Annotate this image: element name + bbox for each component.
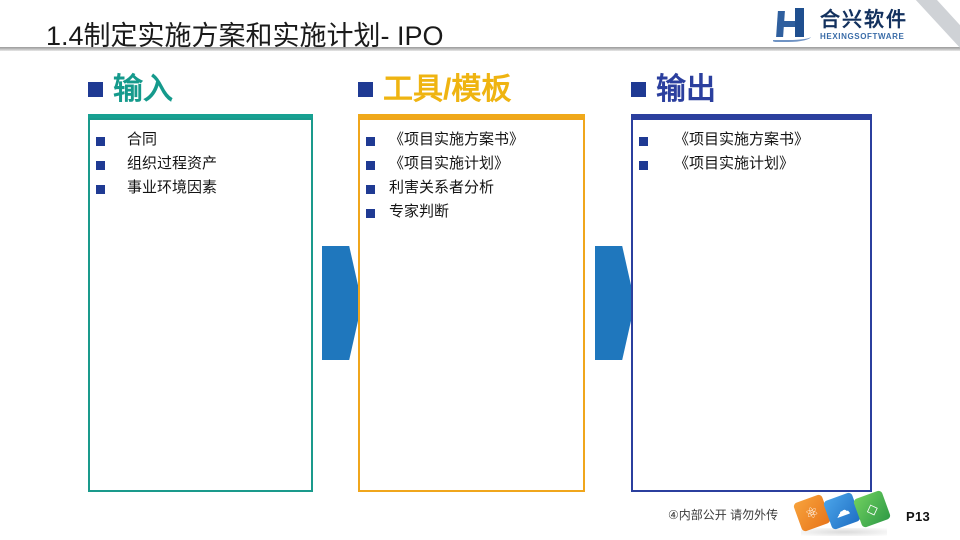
company-logo: 合兴软件 HEXINGSOFTWARE [773,6,908,44]
square-bullet-icon [96,137,105,146]
list-item-label: 合同 [127,131,158,148]
column-tools-heading: 工具/模板 [383,73,512,106]
diamond-glyph: ◇ [863,499,881,519]
square-bullet-icon [366,185,375,194]
column-input: 输入 合同 组织过程资产 事业环境因素 [88,70,313,492]
column-input-underline [88,114,313,118]
logo-text-block: 合兴软件 HEXINGSOFTWARE [820,10,908,41]
column-tools-header: 工具/模板 [358,70,585,110]
arrow-tools-to-output [595,246,635,360]
column-input-box: 合同 组织过程资产 事业环境因素 [88,118,313,492]
square-bullet-icon [88,81,103,97]
molecule-glyph: ⚛ [802,502,822,524]
page-number: P13 [906,509,931,524]
list-item: 《项目实施方案书》 [639,132,864,147]
column-tools-box: 《项目实施方案书》 《项目实施计划》 利害关系者分析 专家判断 [358,118,585,492]
square-bullet-icon [366,209,375,218]
arrow-input-to-tools [322,246,362,360]
cloud-cube-icon: ☁ [822,491,862,531]
diamond-cube-icon: ◇ [852,489,892,529]
square-bullet-icon [366,137,375,146]
cube-shadow [801,528,887,536]
column-output: 输出 《项目实施方案书》 《项目实施计划》 [631,70,872,492]
logo-swoosh-icon [773,33,811,42]
column-output-underline [631,114,872,118]
logo-h-mark-icon [773,7,813,43]
list-item-label: 《项目实施方案书》 [389,131,525,148]
list-item: 专家判断 [366,204,577,219]
list-item-label: 组织过程资产 [127,155,218,172]
list-item-label: 专家判断 [389,203,450,220]
logo-name-cn: 合兴软件 [820,8,908,31]
square-bullet-icon [358,81,373,97]
column-input-header: 输入 [88,70,313,110]
square-bullet-icon [96,185,105,194]
list-item: 事业环境因素 [96,180,305,195]
column-output-header: 输出 [631,70,872,110]
corner-fold-decoration [914,0,960,50]
list-item-label: 利害关系者分析 [389,179,495,196]
list-item-label: 事业环境因素 [127,179,218,196]
confidentiality-note: ④内部公开 请勿外传 [668,508,779,522]
cloud-glyph: ☁ [832,500,852,522]
list-item-label: 《项目实施计划》 [674,155,795,172]
column-output-box: 《项目实施方案书》 《项目实施计划》 [631,118,872,492]
column-output-heading: 输出 [656,73,716,106]
corner-fold-highlight [926,0,960,36]
title-divider [0,47,960,51]
cube-logo-group: ⚛ ☁ ◇ [792,489,893,536]
column-tools-underline [358,114,585,118]
square-bullet-icon [96,161,105,170]
list-item-label: 《项目实施计划》 [389,155,510,172]
column-tools: 工具/模板 《项目实施方案书》 《项目实施计划》 利害关系者分析 专家判断 [358,70,585,492]
list-item: 《项目实施方案书》 [366,132,577,147]
list-item: 组织过程资产 [96,156,305,171]
column-input-heading: 输入 [113,73,173,106]
logo-name-en: HEXINGSOFTWARE [820,31,905,41]
square-bullet-icon [639,137,648,146]
square-bullet-icon [639,161,648,170]
logo-h-right-stroke [795,8,804,37]
list-item-label: 《项目实施方案书》 [674,131,810,148]
molecule-cube-icon: ⚛ [792,493,832,533]
list-item: 合同 [96,132,305,147]
page-title: 1.4制定实施方案和实施计划- IPO [46,21,444,51]
logo-h-middle-stroke [783,21,797,27]
square-bullet-icon [366,161,375,170]
square-bullet-icon [631,81,646,97]
list-item: 利害关系者分析 [366,180,577,195]
list-item: 《项目实施计划》 [366,156,577,171]
list-item: 《项目实施计划》 [639,156,864,171]
